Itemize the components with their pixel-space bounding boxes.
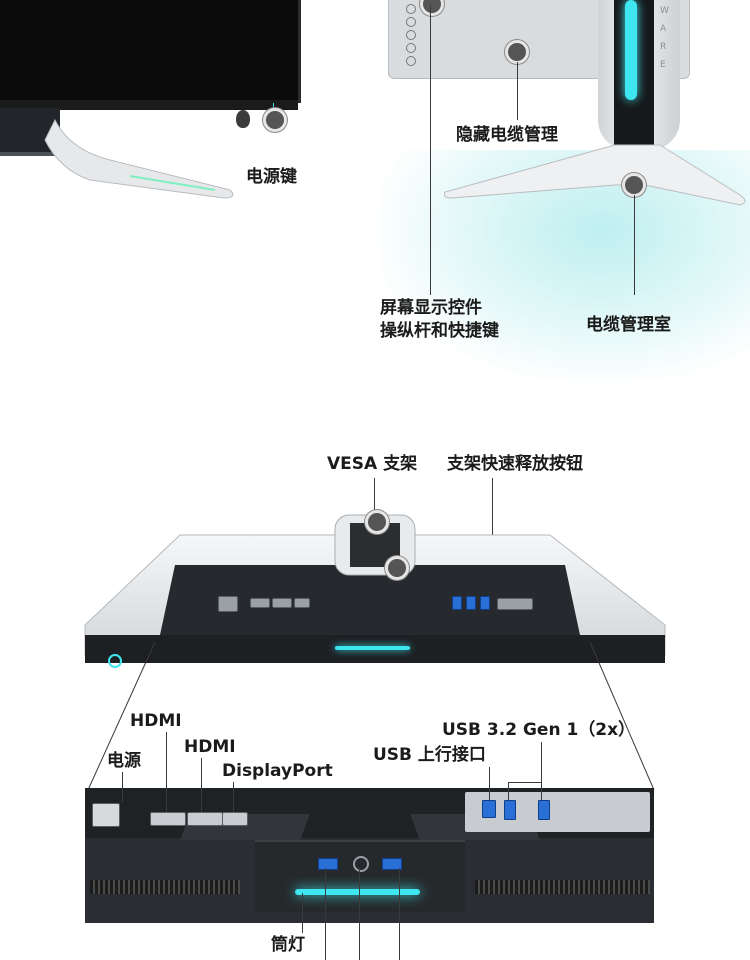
osd-label-line1: 屏幕显示控件 <box>380 298 482 318</box>
displayport-leader <box>233 782 234 812</box>
power-leader <box>122 772 123 802</box>
left-vent <box>90 880 240 894</box>
osd-joystick-dot <box>420 0 444 16</box>
hdmi-port <box>272 598 292 608</box>
hdmi-port-closeup <box>187 812 223 826</box>
alien-logo-icon <box>236 110 250 128</box>
cable-room-label: 电缆管理室 <box>586 315 671 335</box>
jack-leader <box>359 868 360 960</box>
displayport-label: DisplayPort <box>222 761 333 781</box>
right-vent <box>475 880 650 894</box>
closeup-panel <box>85 788 654 923</box>
usb-upstream-label: USB 上行接口 <box>373 745 486 765</box>
headphone-jack <box>353 856 369 872</box>
closeup-center-hub <box>255 840 465 912</box>
hdmi-port <box>250 598 270 608</box>
osd-button-icon <box>406 30 416 40</box>
quick-release-dot <box>385 556 409 580</box>
usb-upstream-port-closeup <box>482 800 496 818</box>
osd-button-icon <box>406 43 416 53</box>
hidden-cable-label: 隐藏电缆管理 <box>456 125 558 145</box>
osd-leader-line <box>430 5 431 295</box>
quick-release-leader-line <box>492 478 493 566</box>
osd-button-icon <box>406 17 416 27</box>
usb-gen-leader-h <box>508 782 542 783</box>
zoom-lines <box>87 641 655 791</box>
vesa-dot <box>365 510 389 534</box>
usb-front-leader <box>399 868 400 960</box>
stand-light-strip <box>625 0 637 100</box>
stand-base <box>443 144 746 206</box>
hidden-cable-leader-line <box>517 62 518 120</box>
cable-room-dot <box>622 173 646 197</box>
usb-upstream-leader <box>489 767 490 800</box>
usb-port-closeup <box>538 800 550 820</box>
usb-front-leader <box>325 868 326 960</box>
hidden-cable-dot <box>505 40 529 64</box>
displayport-port <box>294 598 310 608</box>
usb-port <box>466 596 476 610</box>
power-port-closeup <box>92 803 120 827</box>
usb-port <box>452 596 462 610</box>
power-label: 电源 <box>107 751 141 771</box>
usb-gen-leader-v2 <box>541 742 542 800</box>
hdmi1-label: HDMI <box>130 711 182 731</box>
hdmi2-label: HDMI <box>184 737 236 757</box>
downlight-leader <box>302 893 303 933</box>
mid-power-led <box>108 654 122 668</box>
monitor-back-body <box>84 514 666 663</box>
mid-downlight-strip <box>335 646 410 650</box>
hdmi-port-closeup <box>150 812 186 826</box>
usb-front-port <box>318 858 338 870</box>
downlight-strip <box>295 889 420 895</box>
usb-gen-label: USB 3.2 Gen 1（2x） <box>442 720 636 740</box>
quick-release-label: 支架快速释放按钮 <box>447 454 583 474</box>
misc-port <box>497 598 533 610</box>
osd-button-icon <box>406 56 416 66</box>
usb-port <box>480 596 490 610</box>
hdmi2-leader <box>201 758 202 812</box>
vesa-label: VESA 支架 <box>327 454 418 474</box>
osd-button-icon <box>406 4 416 14</box>
usb-gen-leader-v1 <box>508 782 509 800</box>
cable-room-leader-line <box>634 195 635 295</box>
usb-port-closeup <box>504 800 516 820</box>
monitor-stand-base <box>44 118 234 199</box>
power-port <box>218 596 238 612</box>
power-button-label: 电源键 <box>246 167 297 187</box>
monitor-bezel-bottom <box>0 100 298 110</box>
vesa-leader-line <box>374 478 375 514</box>
downlight-label: 筒灯 <box>271 935 305 955</box>
stand-logo-text: WARE <box>660 6 683 70</box>
monitor-screen <box>0 0 301 103</box>
power-button-dot <box>263 108 287 132</box>
hdmi1-leader <box>166 732 167 812</box>
osd-label-line2: 操纵杆和快捷键 <box>380 321 499 341</box>
displayport-closeup <box>222 812 248 826</box>
usb-front-port <box>382 858 402 870</box>
